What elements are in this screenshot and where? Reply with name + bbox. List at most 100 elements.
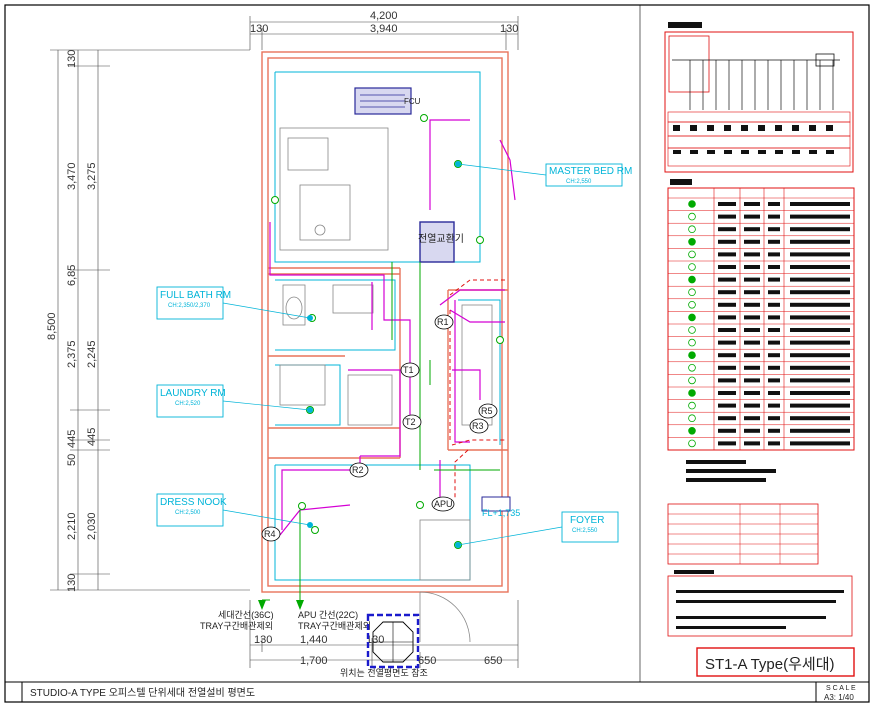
legend-symbol-icon (688, 200, 696, 208)
type-label: ST1-A Type(우세대) (705, 656, 835, 673)
note-left-1: 세대간선(36C) (218, 610, 274, 620)
dim-left-0: 130 (66, 50, 78, 68)
circuit-markers (261, 314, 498, 542)
legend-cell-mark (768, 315, 780, 320)
legend-symbol-icon (688, 414, 696, 423)
room-center-dots (307, 161, 461, 548)
type-box (696, 647, 855, 677)
legend-cell-mark (790, 302, 850, 307)
leader-lines (222, 163, 563, 546)
legend-columns (713, 188, 785, 450)
top-dimensions (249, 16, 519, 50)
legend-cell-mark (718, 202, 736, 206)
legend-cell-mark (790, 227, 850, 232)
legend-cell-mark (744, 403, 760, 408)
legend-symbol-icon (688, 250, 696, 259)
panel-schedule (664, 31, 854, 173)
legend-cell-mark (744, 239, 760, 244)
notes-box (667, 575, 853, 637)
legend-cell-mark (768, 365, 780, 370)
legend-symbol-icon (688, 263, 696, 271)
legend-notes (686, 460, 776, 482)
dim-left-6: 2,210 (66, 512, 78, 540)
legend-cell-mark (744, 214, 760, 219)
legend-cell-mark (768, 290, 780, 295)
room-dress-name: DRESS NOOK (160, 497, 227, 508)
legend-cell-mark (768, 265, 780, 269)
dim-bottom-b: 1,440 (300, 634, 328, 646)
legend-cell-mark (718, 441, 736, 446)
branch-circuits (689, 60, 834, 110)
legend-cell-mark (768, 428, 780, 433)
room-master-name: MASTER BED RM (549, 166, 632, 177)
dim-left-2: 6,85 (66, 265, 78, 286)
legend-cell-mark (790, 252, 850, 257)
legend-cell-mark (790, 265, 850, 269)
legend-cell-mark (718, 378, 736, 383)
legend-symbol-icon (688, 212, 696, 221)
dim-top-left: 130 (250, 23, 268, 35)
erv-label: 전열교환기 (418, 233, 464, 245)
dim-inner-0: 3,275 (86, 162, 98, 190)
junction-points (271, 114, 504, 549)
dim-left-total: 8,500 (46, 312, 58, 340)
erv-unit (419, 221, 455, 263)
dim-left-4: 445 (66, 430, 78, 448)
legend-symbol-icon (688, 401, 696, 410)
legend-cell-mark (744, 416, 760, 421)
legend-cell-mark (744, 202, 760, 206)
legend-cell-mark (768, 340, 780, 345)
legend-cell-mark (744, 265, 760, 269)
circuit-R1: R1 (437, 317, 449, 327)
legend-cell-mark (790, 340, 850, 345)
legend-symbol-icon (688, 338, 696, 347)
red-dashed-runs (449, 279, 505, 500)
legend-cell-mark (768, 227, 780, 232)
legend-cell-mark (768, 441, 780, 446)
legend-cell-mark (790, 428, 850, 433)
legend-cell-mark (744, 340, 760, 345)
legend-cell-mark (790, 416, 850, 421)
left-dimensions (50, 49, 250, 591)
note-left-2: TRAY구간배관제외 (200, 620, 273, 631)
apu-panel (481, 496, 511, 512)
legend-cell-mark (744, 391, 760, 395)
room-outlines (274, 71, 501, 581)
room-laundry-sub: CH:2,520 (175, 401, 201, 407)
dim-top-right: 130 (500, 23, 518, 35)
legend-cell-mark (768, 403, 780, 408)
legend-cell-mark (718, 214, 736, 219)
legend-cell-mark (790, 239, 850, 244)
apu-octagon (372, 621, 414, 663)
legend-symbol-icon (688, 326, 696, 334)
legend-cell-mark (768, 239, 780, 244)
legend-cell-mark (718, 302, 736, 307)
legend-cell-mark (744, 353, 760, 358)
dim-left-5: 50 (66, 454, 78, 466)
legend-cell-mark (718, 252, 736, 257)
legend-cell-mark (718, 315, 736, 320)
dim-inner-2: 445 (86, 428, 98, 446)
legend-cell-mark (744, 378, 760, 383)
bottom-dimensions (249, 600, 519, 668)
legend-cell-mark (790, 378, 850, 383)
legend-cell-mark (744, 252, 760, 257)
legend-rows (668, 197, 854, 448)
circuit-R2: R2 (352, 465, 364, 475)
sheet-border (4, 4, 870, 703)
legend-symbol-icon (688, 426, 696, 435)
circuit-T2: T2 (405, 417, 416, 427)
fl-label: FL+1,735 (482, 508, 520, 518)
legend-cell-mark (718, 340, 736, 345)
fcu-label: FCU (404, 97, 421, 106)
main-breaker (815, 53, 835, 67)
legend-cell-mark (718, 328, 736, 332)
legend-cell-mark (718, 416, 736, 421)
legend-symbol-icon (688, 313, 696, 322)
legend-cell-mark (768, 416, 780, 421)
room-foyer-sub: CH:2,550 (572, 528, 598, 534)
legend-cell-mark (718, 403, 736, 408)
legend-cell-mark (768, 214, 780, 219)
apu-label: APU (434, 499, 453, 509)
legend-cell-mark (768, 302, 780, 307)
